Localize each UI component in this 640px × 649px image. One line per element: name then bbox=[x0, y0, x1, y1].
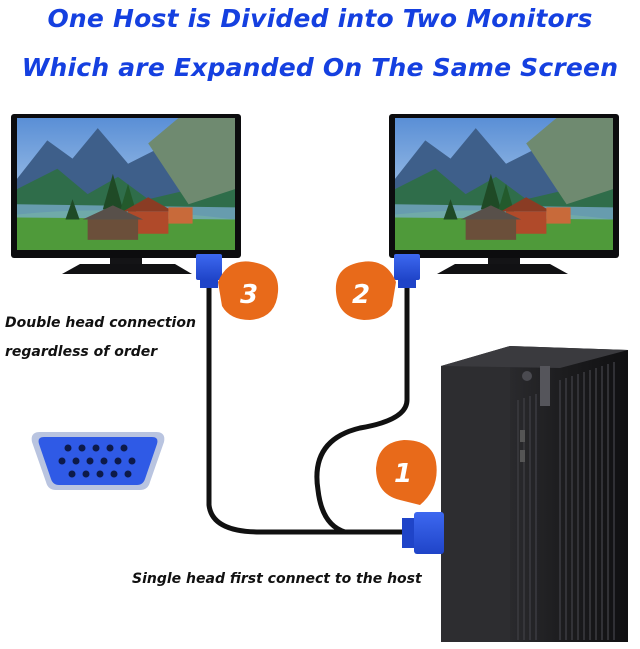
monitor-right-icon bbox=[389, 114, 619, 274]
desktop-pc-icon bbox=[441, 346, 628, 642]
badge-1: 1 bbox=[376, 440, 437, 505]
vga-connector-left bbox=[196, 254, 222, 288]
vga-port-icon bbox=[31, 432, 165, 490]
vga-cable-icon bbox=[206, 279, 411, 535]
vga-connector-host bbox=[402, 512, 444, 554]
badge-1-label: 1 bbox=[394, 459, 412, 489]
badge-3: 3 bbox=[218, 261, 279, 320]
badge-2-label: 2 bbox=[352, 280, 370, 310]
badge-2: 2 bbox=[335, 261, 396, 320]
caption-double-head-line-2: regardless of order bbox=[5, 344, 158, 360]
caption-single-head: Single head first connect to the host bbox=[132, 571, 422, 587]
monitor-left-icon bbox=[11, 114, 241, 274]
title-line-2: Which are Expanded On The Same Screen bbox=[21, 53, 619, 82]
badge-3-label: 3 bbox=[240, 280, 258, 310]
caption-double-head-line-1: Double head connection bbox=[5, 315, 196, 331]
vga-connector-right bbox=[394, 254, 420, 288]
title-line-1: One Host is Divided into Two Monitors bbox=[47, 4, 593, 33]
